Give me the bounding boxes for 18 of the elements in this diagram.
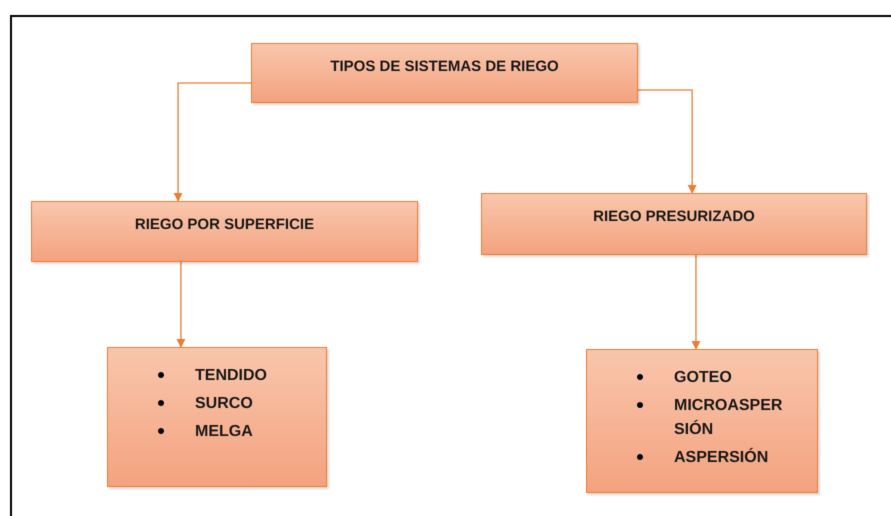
box-title: RIEGO PRESURIZADO [593,207,755,227]
category-box [251,43,638,103]
arrow [691,255,701,350]
arrow [176,262,186,348]
arrow [638,89,697,194]
arrow [174,82,251,202]
list-item: TENDIDO [195,366,268,386]
category-box [31,201,418,262]
box-title: RIEGO POR SUPERFICIE [134,215,314,235]
list-item: MELGA [195,422,254,442]
category-box [481,193,867,255]
list-box [107,347,327,487]
list-item: MICROASPERSIÓN [674,396,784,440]
box-title: TIPOS DE SISTEMAS DE RIEGO [330,57,559,77]
list-box [586,349,818,493]
list-item: ASPERSIÓN [674,446,770,468]
list-item: GOTEO [674,368,733,388]
list-item: SURCO [195,394,254,414]
